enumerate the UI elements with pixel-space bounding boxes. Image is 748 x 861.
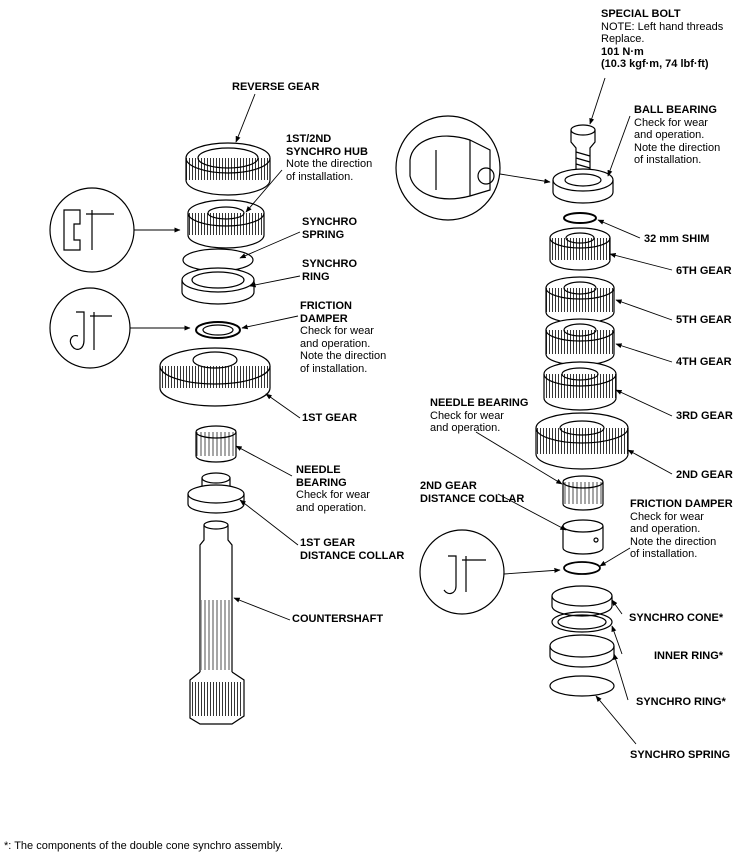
footnote: *: The components of the double cone syn… [4,840,284,852]
synchro-cone [551,585,613,617]
label-first-gear: 1ST GEAR [302,412,358,424]
label-fifth-gear: 5TH GEAR [676,314,732,326]
synchro-hub [187,199,265,249]
label-synchro-spring-left: SYNCHRO SPRING [302,216,358,241]
label-third-gear: 3RD GEAR [676,410,733,422]
third-gear [543,361,617,411]
fourth-gear [545,318,615,366]
label-synchro-ring-right: SYNCHRO RING* [636,696,726,708]
label-reverse-gear: REVERSE GEAR [232,81,320,93]
label-second-gear: 2ND GEAR [676,469,733,481]
label-needle-bearing-left: NEEDLE BEARING Check for wear and operat… [296,464,370,514]
first-gear [159,347,271,407]
synchro-ring-right [549,634,615,668]
needle-bearing-left [195,425,237,463]
detail-circle-bearing [395,115,501,221]
detail-circle-hub [49,187,135,273]
fifth-gear [545,276,615,324]
synchro-ring-left [181,267,255,305]
second-gear-distance-collar [562,519,604,555]
friction-damper-right [563,561,601,575]
label-countershaft: COUNTERSHAFT [292,613,384,625]
friction-damper-left [195,321,241,339]
label-synchro-hub: 1ST/2ND SYNCHRO HUB Note the direction o… [286,133,373,183]
label-ball-bearing: BALL BEARING Check for wear and operatio… [634,104,721,166]
second-gear [535,412,629,470]
shim [563,212,597,224]
label-synchro-spring-right: SYNCHRO SPRING [630,749,731,761]
label-synchro-cone: SYNCHRO CONE* [629,612,724,624]
label-friction-damper-left: FRICTION DAMPER Check for wear and opera… [300,300,387,375]
label-fourth-gear: 4TH GEAR [676,356,732,368]
needle-bearing-right [562,475,604,511]
label-friction-damper-right: FRICTION DAMPER Check for wear and opera… [630,498,733,560]
countershaft [189,520,245,725]
label-inner-ring: INNER RING* [654,650,724,662]
sixth-gear [549,227,611,271]
label-sixth-gear: 6TH GEAR [676,265,732,277]
label-second-gear-distance-collar: 2ND GEAR DISTANCE COLLAR [420,480,525,505]
label-synchro-ring-left: SYNCHRO RING [302,258,358,283]
label-needle-bearing-right: NEEDLE BEARING Check for wear and operat… [430,397,529,434]
special-bolt [570,124,596,172]
label-first-gear-distance-collar: 1ST GEAR DISTANCE COLLAR [300,537,405,562]
first-gear-distance-collar [187,472,245,514]
synchro-spring-right [549,675,615,697]
detail-circle-damper-right [419,529,505,615]
ball-bearing [552,168,614,204]
label-shim: 32 mm SHIM [644,233,710,245]
detail-circle-damper [49,287,131,369]
inner-ring [551,611,613,633]
reverse-gear [185,142,271,196]
label-special-bolt: SPECIAL BOLT NOTE: Left hand threads Rep… [601,8,724,70]
